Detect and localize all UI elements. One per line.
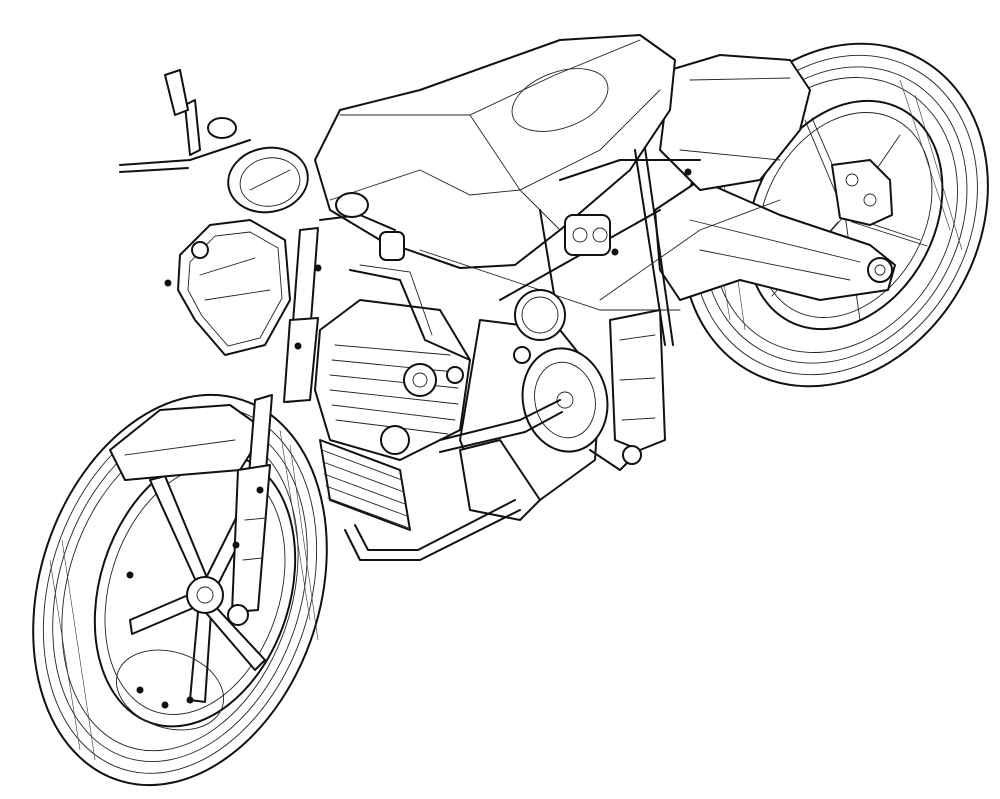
rear-fender xyxy=(659,54,811,191)
front-brake-disc xyxy=(115,649,225,731)
front-forks xyxy=(227,227,319,626)
fasteners xyxy=(126,168,692,579)
headlight xyxy=(177,219,291,356)
handlebars xyxy=(119,69,405,261)
engine xyxy=(314,299,609,521)
cylinder-fins xyxy=(329,344,459,435)
oil-cooler xyxy=(319,439,411,531)
hoses xyxy=(349,159,781,361)
instrument-cluster xyxy=(227,146,309,214)
rear-brake-caliper xyxy=(831,159,893,226)
rear-linkage xyxy=(609,309,666,465)
carburetors xyxy=(514,214,611,341)
swingarm xyxy=(654,179,896,301)
